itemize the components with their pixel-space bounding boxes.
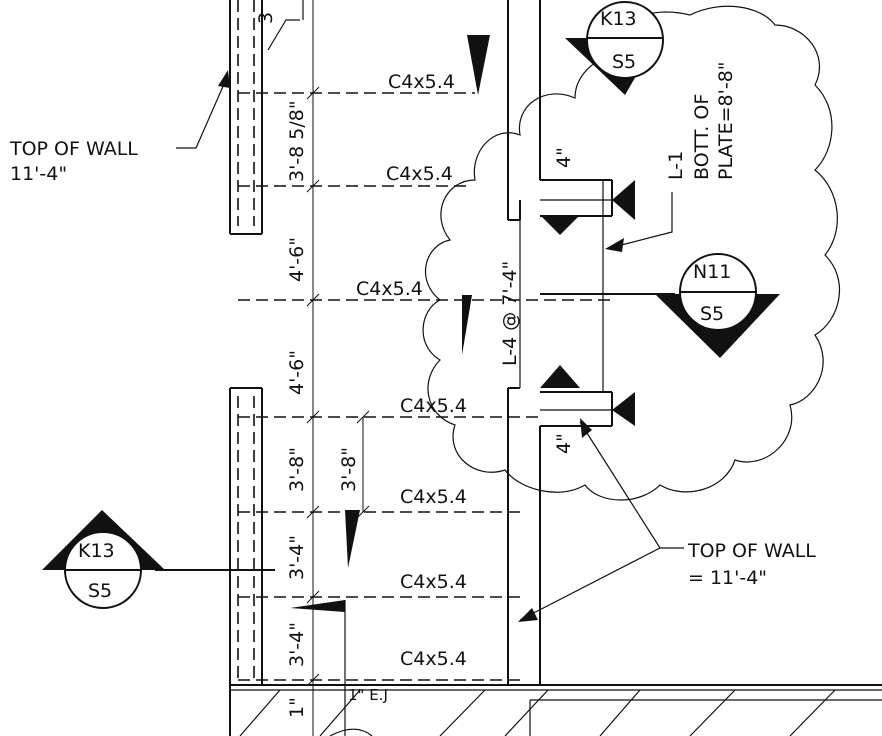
arrowhead-icon bbox=[605, 238, 624, 252]
channel-label: C4x5.4 bbox=[400, 648, 467, 670]
section-mark-top-label: K13 bbox=[600, 8, 637, 30]
left-wall-upper bbox=[229, 0, 263, 235]
arrowhead-icon bbox=[580, 418, 592, 438]
channel-label: C4x5.4 bbox=[400, 486, 467, 508]
dim-label: 1" bbox=[286, 697, 308, 718]
dim-label: 3'-8 5/8" bbox=[286, 100, 308, 182]
top-of-wall-left-line1: TOP OF WALL bbox=[9, 138, 138, 160]
mark-3: 3 bbox=[255, 12, 300, 51]
dim-label: 4" bbox=[553, 147, 575, 168]
section-mark-left: K13 S5 bbox=[42, 510, 275, 609]
section-mark-bottom-label: S5 bbox=[88, 580, 112, 602]
section-mark-top-label: K13 bbox=[78, 540, 115, 562]
right-wall bbox=[507, 0, 613, 685]
top-of-wall-right: TOP OF WALL = 11'-4" bbox=[518, 418, 816, 622]
channel-labels: C4x5.4 C4x5.4 C4x5.4 C4x5.4 C4x5.4 C4x5.… bbox=[356, 71, 467, 670]
arrowhead-icon bbox=[218, 70, 230, 88]
top-of-wall-left: TOP OF WALL 11'-4" bbox=[9, 70, 230, 185]
revision-cloud bbox=[422, 5, 840, 501]
top-of-wall-right-line1: TOP OF WALL bbox=[687, 540, 816, 562]
section-mark-bottom-label: S5 bbox=[612, 51, 636, 73]
expansion-joint-label: 1" E.J bbox=[348, 686, 388, 704]
channel-beams bbox=[238, 92, 610, 681]
top-of-wall-left-line2: 11'-4" bbox=[10, 163, 67, 185]
dim-label: 3'-4" bbox=[286, 535, 308, 580]
channel-label: C4x5.4 bbox=[386, 163, 453, 185]
channel-label: C4x5.4 bbox=[400, 571, 467, 593]
top-of-wall-right-line2: = 11'-4" bbox=[688, 567, 767, 589]
secondary-dimension bbox=[356, 410, 370, 519]
section-mark-top: K13 S5 bbox=[565, 1, 664, 95]
section-mark-n11: N11 S5 bbox=[540, 253, 780, 358]
dimension-ticks bbox=[306, 86, 320, 687]
l1-leader bbox=[609, 192, 673, 249]
channel-label: C4x5.4 bbox=[356, 278, 423, 300]
angle-l1-label: L-1 bbox=[665, 151, 687, 180]
bottom-slab: 1" E.J bbox=[230, 600, 882, 736]
dim-label: 4" bbox=[553, 433, 575, 454]
channel-label: C4x5.4 bbox=[388, 71, 455, 93]
dim-label: 4'-6" bbox=[286, 237, 308, 282]
dim-label: 3'-8" bbox=[286, 447, 308, 492]
channel-label: C4x5.4 bbox=[400, 395, 467, 417]
dim-label: 3'-8" bbox=[338, 447, 360, 492]
bott-plate-label-1: BOTT. OF bbox=[691, 94, 713, 180]
dimension-labels: 3'-8 5/8" 4'-6" 4'-6" 3'-8" 3'-4" 3'-4" … bbox=[286, 100, 575, 718]
left-wall-lower bbox=[229, 387, 263, 736]
angle-l4-label: L-4 @ 7'-4" bbox=[499, 261, 521, 366]
bott-plate-label-2: PLATE=8'-8" bbox=[715, 61, 737, 180]
flag-markers bbox=[290, 35, 635, 612]
section-mark-bottom-label: S5 bbox=[700, 303, 724, 325]
mark-3-label: 3 bbox=[255, 12, 277, 24]
dim-label: 4'-6" bbox=[286, 350, 308, 395]
dim-label: 3'-4" bbox=[286, 622, 308, 667]
arrowhead-icon bbox=[518, 608, 538, 622]
section-mark-top-label: N11 bbox=[693, 261, 731, 283]
